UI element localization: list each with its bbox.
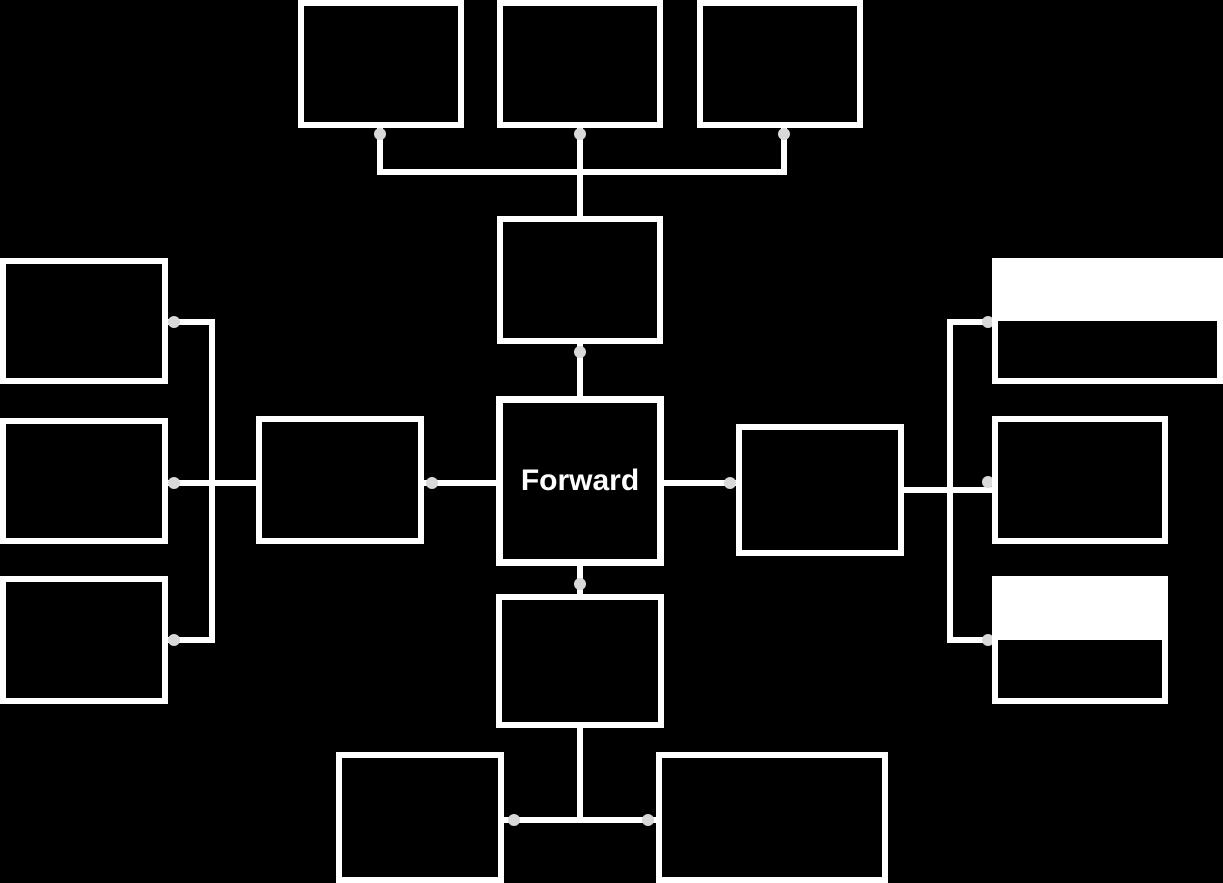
node-left-mid[interactable] — [256, 416, 424, 544]
dot-far-right-bottom-in — [982, 634, 994, 646]
node-far-right-top-band — [998, 264, 1217, 321]
node-far-right-top[interactable] — [992, 258, 1223, 384]
node-far-right-bottom[interactable] — [992, 576, 1168, 704]
node-far-left-bottom[interactable] — [0, 576, 168, 704]
node-top-right[interactable] — [697, 0, 863, 128]
dot-left-mid-in — [426, 477, 438, 489]
node-far-left-mid[interactable] — [0, 418, 168, 544]
dot-top-left-in — [374, 128, 386, 140]
node-top-left[interactable] — [298, 0, 464, 128]
node-bottom-right[interactable] — [656, 752, 888, 883]
dot-up-in — [574, 346, 586, 358]
node-top-mid[interactable] — [497, 0, 663, 128]
node-right-mid[interactable] — [736, 424, 904, 556]
dot-far-right-top-in — [982, 316, 994, 328]
node-up[interactable] — [497, 216, 663, 344]
node-far-right-top-label — [998, 321, 1217, 378]
dot-top-mid-in — [574, 128, 586, 140]
dot-top-right-in — [778, 128, 790, 140]
dot-far-left-top-in — [168, 316, 180, 328]
node-far-right-bottom-label — [998, 640, 1162, 698]
node-bottom-left[interactable] — [336, 752, 504, 883]
node-far-left-top[interactable] — [0, 258, 168, 384]
node-far-right-bottom-band — [998, 582, 1162, 640]
dot-far-left-mid-in — [168, 477, 180, 489]
dot-bottom-left-in — [508, 814, 520, 826]
dot-right-mid-in — [724, 477, 736, 489]
node-down[interactable] — [496, 594, 664, 728]
node-center[interactable]: Forward — [496, 396, 664, 566]
dot-bottom-right-in — [642, 814, 654, 826]
node-far-right-mid[interactable] — [992, 416, 1168, 544]
node-center-label: Forward — [520, 464, 640, 497]
dot-far-left-bottom-in — [168, 634, 180, 646]
dot-down-in — [574, 578, 586, 590]
dot-far-right-mid-in — [982, 476, 994, 488]
